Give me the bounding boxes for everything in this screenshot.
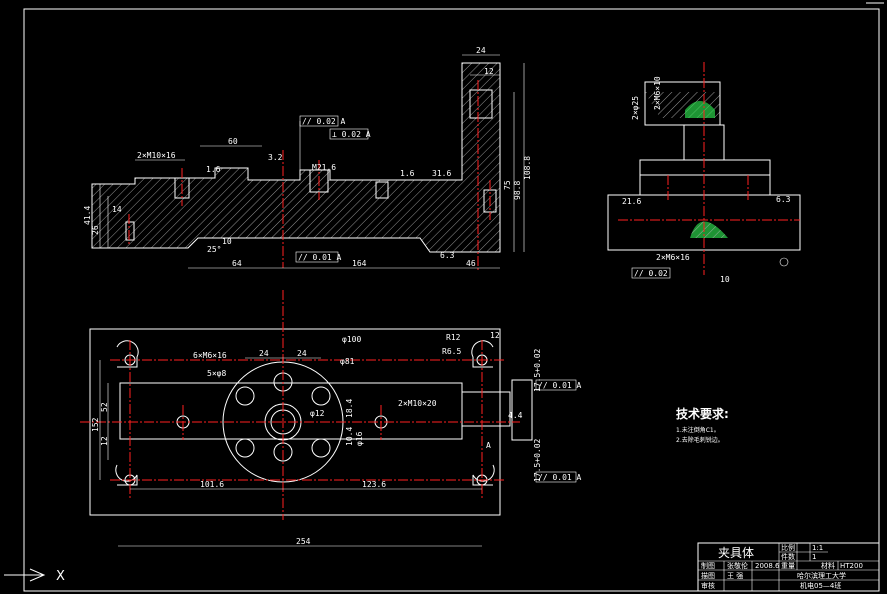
dim-text: 25° xyxy=(207,245,221,254)
notes-line: 2.去除毛刺锐边。 xyxy=(676,436,724,444)
design-label: 描图 xyxy=(701,571,715,580)
dim-text: 108.8 xyxy=(523,156,532,180)
dim-text: φ16 xyxy=(355,431,364,446)
dim-text: φ100 xyxy=(342,335,361,344)
dim-text: 6.3 xyxy=(440,251,455,260)
qty-label: 件数 xyxy=(781,552,795,561)
dim-text: 5×φ8 xyxy=(207,369,226,378)
dim-text: 12 xyxy=(490,331,500,340)
dim-text: 1.6 xyxy=(400,169,415,178)
dim-text: 46 xyxy=(466,259,476,268)
dim-text: 60 xyxy=(228,137,238,146)
dim-text: 6.3 xyxy=(776,195,791,204)
dim-text: 52 xyxy=(100,402,109,412)
drawn-name: 张敬伦 xyxy=(727,561,748,570)
dim-text: ⊥ 0.02 A xyxy=(332,130,371,139)
dim-text: φ12 xyxy=(310,409,325,418)
dim-text: 18.4 xyxy=(345,399,354,418)
dim-text: 24 xyxy=(259,349,269,358)
qty-value: 1 xyxy=(812,553,816,561)
dim-text: // 0.02 xyxy=(634,269,668,278)
dim-text: 12 xyxy=(484,67,494,76)
dim-text: 24 xyxy=(297,349,307,358)
title-block: 夹具体 比例 1:1 件数 1 制图 张敬伦 2008.6 重量 材料 HT20… xyxy=(697,542,880,592)
dim-text: 2×M6×10 xyxy=(653,76,662,110)
dim-text: // 0.01 A xyxy=(538,473,582,482)
scale-label: 比例 xyxy=(781,543,795,552)
dim-text: 6×M6×16 xyxy=(193,351,227,360)
drawing-border xyxy=(23,8,880,592)
dim-text: 26 xyxy=(91,225,100,235)
dim-text: 14 xyxy=(112,205,122,214)
scale-value: 1:1 xyxy=(812,544,823,552)
dim-text: 17.5+0.02 xyxy=(533,348,542,392)
class-name: 机电05—4班 xyxy=(800,581,841,590)
dim-text: R12 xyxy=(446,333,461,342)
dim-text: M21.6 xyxy=(312,163,336,172)
dim-text: // 0.02 A xyxy=(302,117,346,126)
dim-text: 2×φ25 xyxy=(631,96,640,120)
dim-text: 41.4 xyxy=(83,206,92,225)
dim-text: 21.6 xyxy=(622,197,641,206)
weight-label: 重量 xyxy=(781,562,795,570)
dim-text: φ81 xyxy=(340,357,355,366)
dim-text: 17.5+0.02 xyxy=(533,438,542,482)
dim-text: 75 xyxy=(503,180,512,190)
school-name: 哈尔滨理工大学 xyxy=(797,571,846,580)
plan-view[interactable]: 6×M6×16 5×φ8 24 24 φ100 φ81 φ12 φ16 18.4… xyxy=(80,290,582,547)
technical-notes: 技术要求: 1.未注倒角C1。 2.去除毛刺锐边。 xyxy=(676,406,729,444)
dim-text: 24 xyxy=(476,46,486,55)
dim-text: 2×M10×20 xyxy=(398,399,437,408)
front-view[interactable]: 24 12 60 2×M10×16 // 0.02 A ⊥ 0.02 A 1.6… xyxy=(83,46,532,270)
dim-text: 12 xyxy=(100,436,109,446)
ucs-x-label: X xyxy=(56,569,65,584)
dim-text: 152 xyxy=(91,417,100,432)
dim-text: 123.6 xyxy=(362,480,386,489)
material: HT200 xyxy=(840,562,863,570)
notes-line: 1.未注倒角C1。 xyxy=(676,426,720,434)
dim-text: 4.4 xyxy=(508,411,523,420)
drawn-date: 2008.6 xyxy=(755,562,780,570)
dim-text: // 0.01 A xyxy=(538,381,582,390)
dim-text: 10.4 xyxy=(345,427,354,446)
dim-text: 2×M6×16 xyxy=(656,253,690,262)
dim-text: 2×M10×16 xyxy=(137,151,176,160)
material-label: 材料 xyxy=(821,561,835,570)
dim-text: 254 xyxy=(296,537,311,546)
dim-text: 64 xyxy=(232,259,242,268)
part-name: 夹具体 xyxy=(718,546,754,560)
notes-title: 技术要求: xyxy=(676,406,729,421)
dim-text: 1.6 xyxy=(206,165,221,174)
dim-text: // 0.01 A xyxy=(298,253,342,262)
approver: 王 强 xyxy=(727,572,743,580)
side-view[interactable]: 2×M6×10 2×φ25 21.6 6.3 2×M6×16 // 0.02 1… xyxy=(607,62,801,284)
dim-text: 10 xyxy=(222,237,232,246)
dim-text: A xyxy=(486,441,491,450)
dim-text: 164 xyxy=(352,259,367,268)
check-label: 审核 xyxy=(701,581,715,590)
dim-text: 31.6 xyxy=(432,169,451,178)
dim-text: 3.2 xyxy=(268,153,283,162)
ucs-icon: X xyxy=(4,568,65,584)
drawn-label: 制图 xyxy=(701,561,715,570)
dim-text: 10 xyxy=(720,275,730,284)
dim-text: R6.5 xyxy=(442,347,461,356)
dim-text: 98.8 xyxy=(513,181,522,200)
dim-text: 101.6 xyxy=(200,480,224,489)
